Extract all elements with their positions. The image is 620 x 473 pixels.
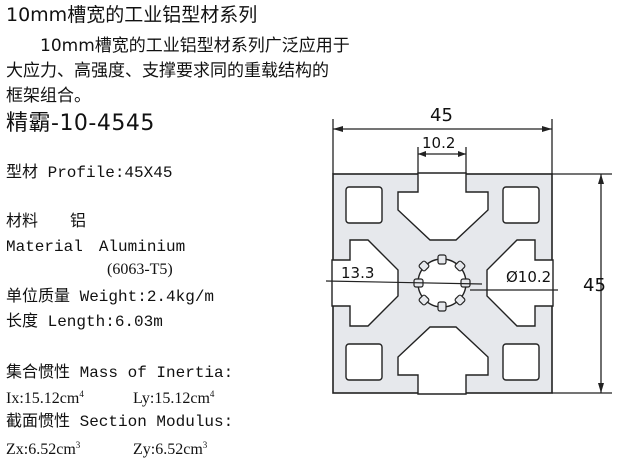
corner-pocket-bottom-left bbox=[345, 343, 383, 381]
arrow bbox=[542, 126, 552, 132]
dim-core-label: 13.3 bbox=[341, 264, 374, 282]
ly-exponent: 4 bbox=[209, 389, 215, 399]
spec-length: 长度 Length:6.03m bbox=[6, 313, 163, 331]
spec-zy: Zy:6.52cm3 bbox=[133, 440, 208, 458]
left-slot bbox=[331, 239, 399, 327]
bore-spline bbox=[437, 301, 447, 312]
top-slot bbox=[397, 172, 489, 241]
zy-exponent: 3 bbox=[202, 440, 208, 450]
bore-spline bbox=[460, 278, 471, 288]
zx-exponent: 3 bbox=[75, 440, 81, 450]
bottom-slot bbox=[397, 326, 489, 395]
spec-ly: Ly:15.12cm4 bbox=[133, 389, 215, 407]
corner-pocket-top-left bbox=[345, 186, 383, 224]
dim-height-label: 45 bbox=[583, 275, 606, 296]
spec-weight: 单位质量 Weight:2.4kg/m bbox=[6, 288, 215, 306]
arrow bbox=[598, 174, 604, 184]
spec-zx: Zx:6.52cm3 bbox=[6, 440, 81, 458]
spec-modulus-title: 截面惯性 Section Modulus: bbox=[6, 413, 234, 431]
bore-spline bbox=[437, 254, 447, 265]
corner-pocket-top-right bbox=[502, 186, 540, 224]
intro-line-2: 大应力、高强度、支撑要求同的重载结构的 bbox=[6, 61, 329, 81]
bore-spline bbox=[454, 260, 466, 272]
spec-alloy: (6063-T5) bbox=[107, 261, 173, 278]
corner-pocket-bottom-right bbox=[502, 343, 540, 381]
dim-bore-label: Ø10.2 bbox=[506, 268, 551, 286]
right-slot bbox=[486, 239, 554, 327]
model-number: 精霸-10-4545 bbox=[6, 111, 155, 136]
spec-inertia-title: 集合惯性 Mass of Inertia: bbox=[6, 364, 234, 382]
page-title: 10mm槽宽的工业铝型材系列 bbox=[6, 4, 258, 26]
dim-width-label: 45 bbox=[430, 105, 453, 126]
arrow bbox=[598, 383, 604, 393]
bore-spline bbox=[418, 260, 430, 272]
dim-core-line bbox=[325, 280, 483, 285]
arrow bbox=[333, 126, 343, 132]
intro-line-3: 框架组合。 bbox=[6, 86, 91, 106]
spec-ix: Ix:15.12cm4 bbox=[6, 389, 84, 407]
bore-spline bbox=[454, 294, 466, 306]
bore-spline bbox=[418, 294, 430, 306]
spec-material-en: Material Aluminium bbox=[6, 238, 186, 256]
dim-slot-label: 10.2 bbox=[422, 134, 455, 152]
intro-line-1: 10mm槽宽的工业铝型材系列广泛应用于 bbox=[40, 36, 350, 56]
spec-material-cn: 材料 铝 bbox=[6, 213, 87, 231]
ix-exponent: 4 bbox=[79, 389, 84, 399]
spec-profile: 型材 Profile:45X45 bbox=[6, 164, 173, 182]
arrow bbox=[418, 151, 426, 157]
arrow bbox=[458, 151, 466, 157]
